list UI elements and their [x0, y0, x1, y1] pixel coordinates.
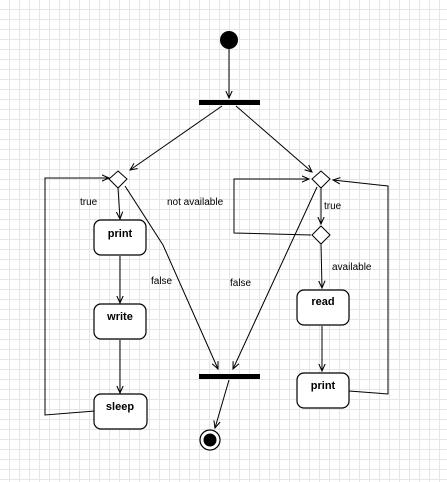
decision-left — [108, 170, 128, 189]
final-node — [199, 429, 221, 451]
action-read-label: read — [311, 296, 334, 308]
action-print-right: print — [296, 372, 350, 409]
edge-fork-to-right-decision — [235, 105, 312, 172]
initial-node — [220, 31, 238, 49]
edge-left-decision-to-print — [118, 187, 120, 219]
edge-left-false-to-join — [124, 185, 218, 369]
edge-label-true-left: true — [80, 197, 98, 208]
edge-print-loop-back — [333, 180, 389, 395]
action-write: write — [93, 303, 147, 340]
action-print-right-label: print — [311, 380, 336, 392]
decision-right-top — [311, 170, 331, 189]
edge-not-available-loop — [233, 179, 312, 236]
decision-right-availability — [311, 225, 331, 245]
edge-label-not-available: not available — [167, 197, 224, 208]
join-bar — [199, 374, 260, 379]
action-print-left-label: print — [108, 228, 133, 240]
edge-sleep-loop-back — [44, 178, 109, 416]
edge-fork-to-left-decision — [130, 105, 223, 170]
action-read: read — [296, 289, 350, 326]
action-sleep: sleep — [93, 393, 148, 430]
edge-right-false-to-join — [233, 186, 318, 369]
edge-join-to-end — [215, 379, 230, 428]
edge-label-available: available — [332, 262, 372, 273]
edge-label-true-right: true — [324, 201, 342, 212]
edge-available-to-read — [321, 243, 322, 288]
edge-label-false-left: false — [151, 276, 173, 287]
edges — [44, 49, 389, 428]
action-sleep-label: sleep — [106, 401, 134, 413]
fork-bar — [199, 100, 260, 105]
action-write-label: write — [106, 311, 133, 323]
action-print-left: print — [93, 219, 147, 256]
edge-label-false-right: false — [230, 278, 252, 289]
